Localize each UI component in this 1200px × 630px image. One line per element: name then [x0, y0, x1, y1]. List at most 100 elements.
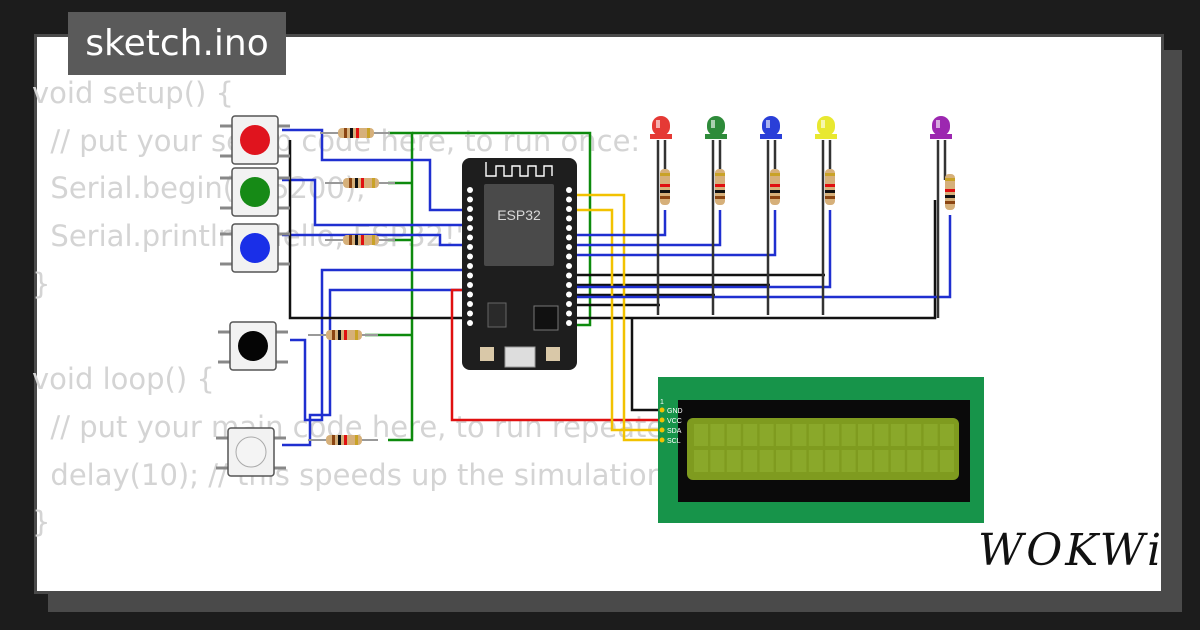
- lcd-cell: [825, 424, 840, 446]
- lcd-cell: [743, 424, 758, 446]
- led-purple[interactable]: [930, 116, 952, 139]
- esp32-pin: [467, 301, 473, 307]
- led-resistor-5: [945, 174, 955, 210]
- lcd-cell: [759, 450, 774, 472]
- wire-bus-top: [412, 131, 592, 327]
- wire-lcd-gnd: [630, 318, 662, 412]
- lcd-cell: [858, 450, 872, 472]
- resistor-2: [325, 178, 395, 188]
- esp32-pin: [467, 320, 473, 326]
- wire-bus-taps: [365, 181, 412, 337]
- usb-port: [504, 346, 536, 368]
- lcd-cell: [694, 450, 708, 472]
- code-preview: void setup() { // put your setup code he…: [32, 76, 716, 540]
- lcd-cell: [759, 424, 774, 446]
- esp32-pin: [566, 196, 572, 203]
- lcd-character-cells: [694, 424, 954, 472]
- lcd-cell: [907, 424, 922, 446]
- wire-lcd-vcc: [450, 288, 662, 422]
- led-red[interactable]: [650, 116, 672, 139]
- esp32-pin: [566, 234, 572, 241]
- lcd-cell: [792, 424, 807, 446]
- lcd-cell: [825, 450, 840, 472]
- esp32-pin: [566, 225, 572, 231]
- resistor-1: [320, 128, 390, 138]
- esp32-pin: [566, 206, 572, 212]
- esp32-pin: [467, 244, 473, 250]
- wire-led2-signal: [572, 210, 722, 247]
- esp32-pin: [467, 196, 473, 203]
- esp32-label: ESP32: [497, 207, 541, 223]
- esp32-pin: [566, 310, 572, 317]
- wire-btn1-signal: [282, 128, 468, 212]
- lcd-cell: [940, 424, 954, 446]
- lcd-cell: [710, 450, 725, 472]
- wire-lcd-scl: [572, 193, 662, 442]
- wire-lcd-sda: [572, 208, 662, 432]
- led-resistor-1: [660, 169, 670, 205]
- leds: [650, 116, 952, 139]
- esp32-pin: [467, 206, 473, 212]
- lcd-cell: [808, 450, 823, 472]
- wire-btn2-signal: [282, 178, 468, 227]
- esp32-pin: [566, 320, 572, 326]
- esp32-pin: [467, 310, 473, 317]
- esp32-pin: [566, 215, 572, 222]
- resistor-4: [308, 330, 378, 340]
- wire-led1-signal: [572, 210, 667, 237]
- led-blue[interactable]: [760, 116, 782, 139]
- led-resistor-3: [770, 169, 780, 205]
- lcd-cell: [890, 450, 905, 472]
- wire-led3-signal: [572, 210, 777, 257]
- esp32-pin: [467, 234, 473, 241]
- pushbutton-blue[interactable]: [220, 223, 290, 273]
- lcd-cell: [874, 424, 889, 446]
- led-resistor-4: [825, 169, 835, 205]
- esp32-pin: [467, 225, 473, 231]
- led-resistor-2: [715, 169, 725, 205]
- lcd-cell: [923, 424, 938, 446]
- wires: [282, 128, 952, 447]
- lcd-pin-labels: 1 GND VCC SDA SCL: [659, 399, 683, 445]
- esp32-pin: [467, 215, 473, 222]
- filename-tab[interactable]: sketch.ino: [68, 12, 286, 75]
- lcd-1602[interactable]: 1 GND VCC SDA SCL: [658, 377, 984, 523]
- esp32-pin: [566, 291, 572, 298]
- resistor-3: [325, 235, 395, 245]
- esp32-pin: [566, 272, 572, 279]
- lcd-pin-gnd-label: GND: [667, 408, 683, 415]
- esp32-pin: [467, 291, 473, 298]
- esp32-pin: [566, 301, 572, 307]
- wire-btn5-signal: [282, 288, 468, 447]
- esp32-pin: [467, 282, 473, 288]
- esp32-pin: [566, 253, 572, 260]
- resistor-5: [308, 435, 378, 445]
- lcd-cell: [858, 424, 872, 446]
- wokwi-logo: WOKWi: [978, 525, 1165, 576]
- lcd-cell: [841, 424, 856, 446]
- pushbutton-white[interactable]: [216, 427, 286, 477]
- lcd-cell: [726, 450, 741, 472]
- esp32-board[interactable]: ESP32: [462, 158, 577, 370]
- esp32-pin: [566, 187, 572, 193]
- esp32-pin: [566, 263, 572, 269]
- esp32-pin: [467, 187, 473, 193]
- lcd-cell: [776, 424, 790, 446]
- pushbutton-red[interactable]: [220, 115, 290, 165]
- pushbutton-green[interactable]: [220, 167, 290, 217]
- lcd-cell: [726, 424, 741, 446]
- esp32-pin: [566, 282, 572, 288]
- lcd-pin-vcc-label: VCC: [667, 418, 682, 425]
- pushbutton-black[interactable]: [218, 321, 288, 371]
- lcd-cell: [890, 424, 905, 446]
- wire-ground: [288, 140, 937, 320]
- esp32-pin: [467, 272, 473, 279]
- lcd-pin-scl-label: SCL: [667, 438, 681, 445]
- lcd-cell: [907, 450, 922, 472]
- lcd-cell: [841, 450, 856, 472]
- lcd-cell: [808, 424, 823, 446]
- led-yellow[interactable]: [815, 116, 837, 139]
- wire-bus-left: [388, 131, 414, 442]
- led-green[interactable]: [705, 116, 727, 139]
